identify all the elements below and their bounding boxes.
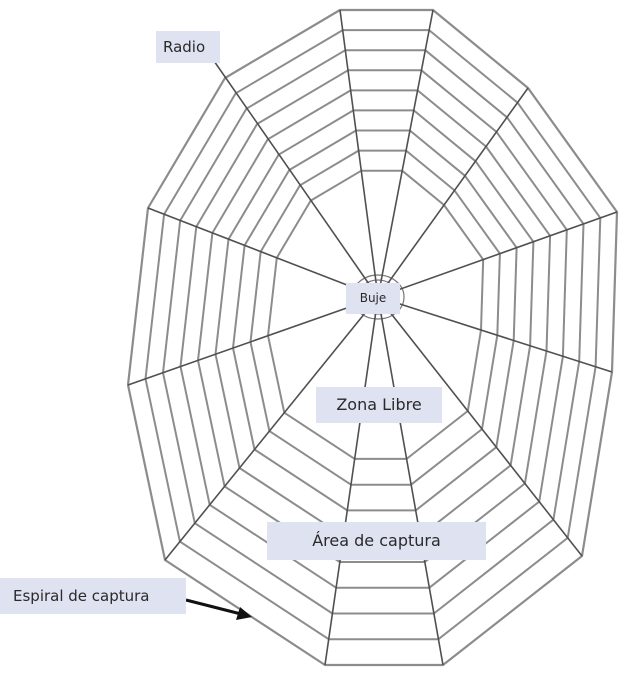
web-radius [377,87,529,298]
radio-label: Radio [156,31,220,63]
web-radius [377,9,434,298]
capture-area-label: Área de captura [267,522,486,560]
free-zone-label: Zona Libre [316,387,442,423]
web-radius [377,296,583,557]
web-radius [127,296,379,386]
web-radii [127,9,618,666]
web-radius [377,296,444,666]
web-radius [339,9,379,298]
web-radius [377,296,613,373]
web-radius [147,207,379,298]
web-radius [164,296,379,561]
capture-spiral-arrow-icon [185,598,252,620]
capture-spiral-label: Espiral de captura [0,578,186,614]
web-radius [377,211,618,298]
web-radius [204,47,379,298]
web-radius [324,296,379,666]
hub-label: Buje [346,283,400,314]
